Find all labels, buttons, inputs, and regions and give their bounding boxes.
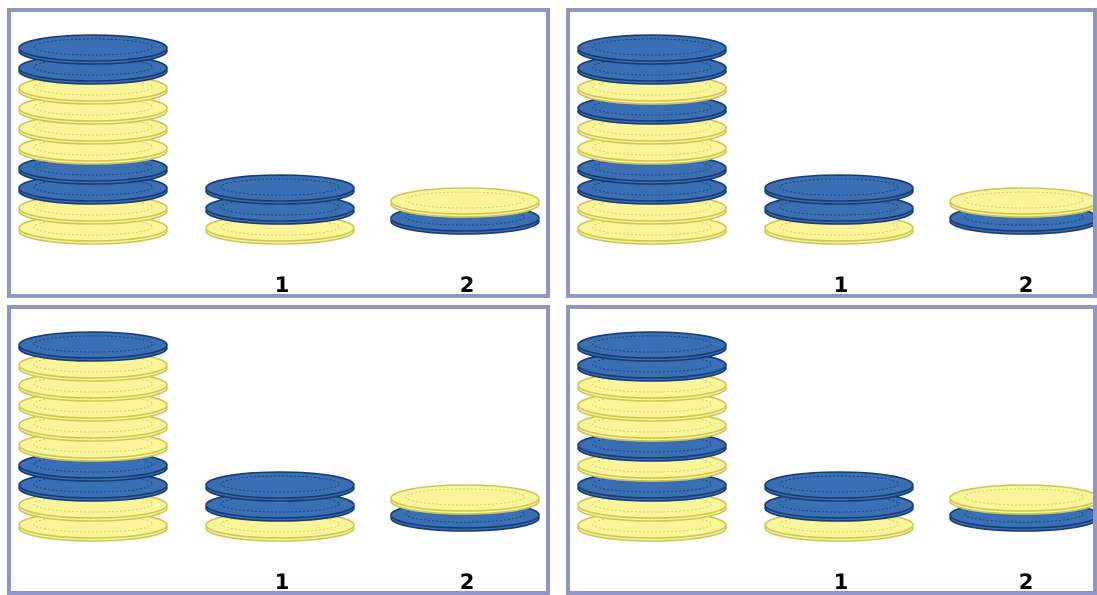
option-2	[391, 188, 539, 234]
yellow-plate	[950, 485, 1097, 514]
option-label-2: 2	[452, 275, 482, 296]
option-1	[765, 472, 913, 541]
blue-plate	[578, 35, 726, 64]
option-2	[950, 485, 1097, 531]
blue-plate	[19, 332, 167, 361]
blue-plate	[19, 35, 167, 64]
option-label-2: 2	[1011, 572, 1041, 593]
panel-top-left: 1 2	[7, 8, 550, 298]
option-2	[391, 485, 539, 531]
option-label-2: 2	[452, 572, 482, 593]
option-label-1: 1	[826, 275, 856, 296]
blue-plate	[206, 175, 354, 204]
tall-stack	[19, 35, 167, 244]
panel-top-right: 1 2	[566, 8, 1097, 298]
yellow-plate	[950, 188, 1097, 217]
yellow-plate	[391, 188, 539, 217]
plate-stacks	[570, 309, 1097, 595]
tall-stack	[578, 332, 726, 541]
blue-plate	[765, 472, 913, 501]
plate-stacks	[570, 12, 1097, 298]
blue-plate	[765, 175, 913, 204]
option-1	[206, 472, 354, 541]
option-1	[765, 175, 913, 244]
tall-stack	[19, 332, 167, 541]
option-label-2: 2	[1011, 275, 1041, 296]
panel-bottom-left: 1 2	[7, 305, 550, 595]
blue-plate	[206, 472, 354, 501]
option-label-1: 1	[826, 572, 856, 593]
option-label-1: 1	[267, 572, 297, 593]
option-1	[206, 175, 354, 244]
panel-bottom-right: 1 2	[566, 305, 1097, 595]
tall-stack	[578, 35, 726, 244]
plate-stacks	[11, 309, 550, 595]
plate-stacks	[11, 12, 550, 298]
yellow-plate	[391, 485, 539, 514]
blue-plate	[578, 332, 726, 361]
option-2	[950, 188, 1097, 234]
option-label-1: 1	[267, 275, 297, 296]
